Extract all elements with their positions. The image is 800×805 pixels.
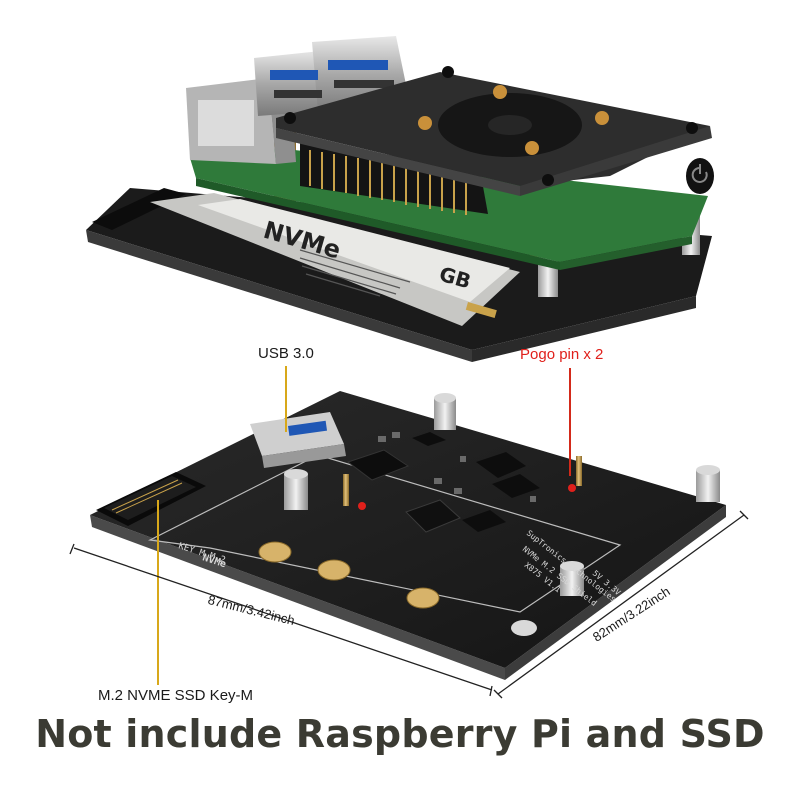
shield-board: KEY M M.2 NVMe SupTronics Technologies N… <box>90 391 726 680</box>
dimension-lines <box>69 510 749 699</box>
controller-chip <box>346 449 410 481</box>
gpio-header <box>300 140 488 215</box>
m2-connector <box>96 472 206 526</box>
shield-board-surface <box>90 391 726 668</box>
pogo-pin <box>343 474 349 506</box>
power-button <box>686 158 714 194</box>
m2-slot-top <box>92 188 186 230</box>
m2-label: M.2 NVME SSD Key-M <box>98 687 254 704</box>
pogo-pin-label: Pogo pin x 2 <box>520 346 604 363</box>
caption: Not include Raspberry Pi and SSD <box>35 712 765 756</box>
usb3-connector <box>250 412 346 468</box>
standoffs <box>284 393 720 636</box>
ssd-module <box>150 193 520 326</box>
usb-label: USB 3.0 <box>258 345 314 362</box>
fan-case <box>276 66 714 196</box>
assembled-stack: NVMe GB <box>86 36 714 362</box>
pogo-pin <box>576 456 582 486</box>
inductor <box>405 499 461 533</box>
